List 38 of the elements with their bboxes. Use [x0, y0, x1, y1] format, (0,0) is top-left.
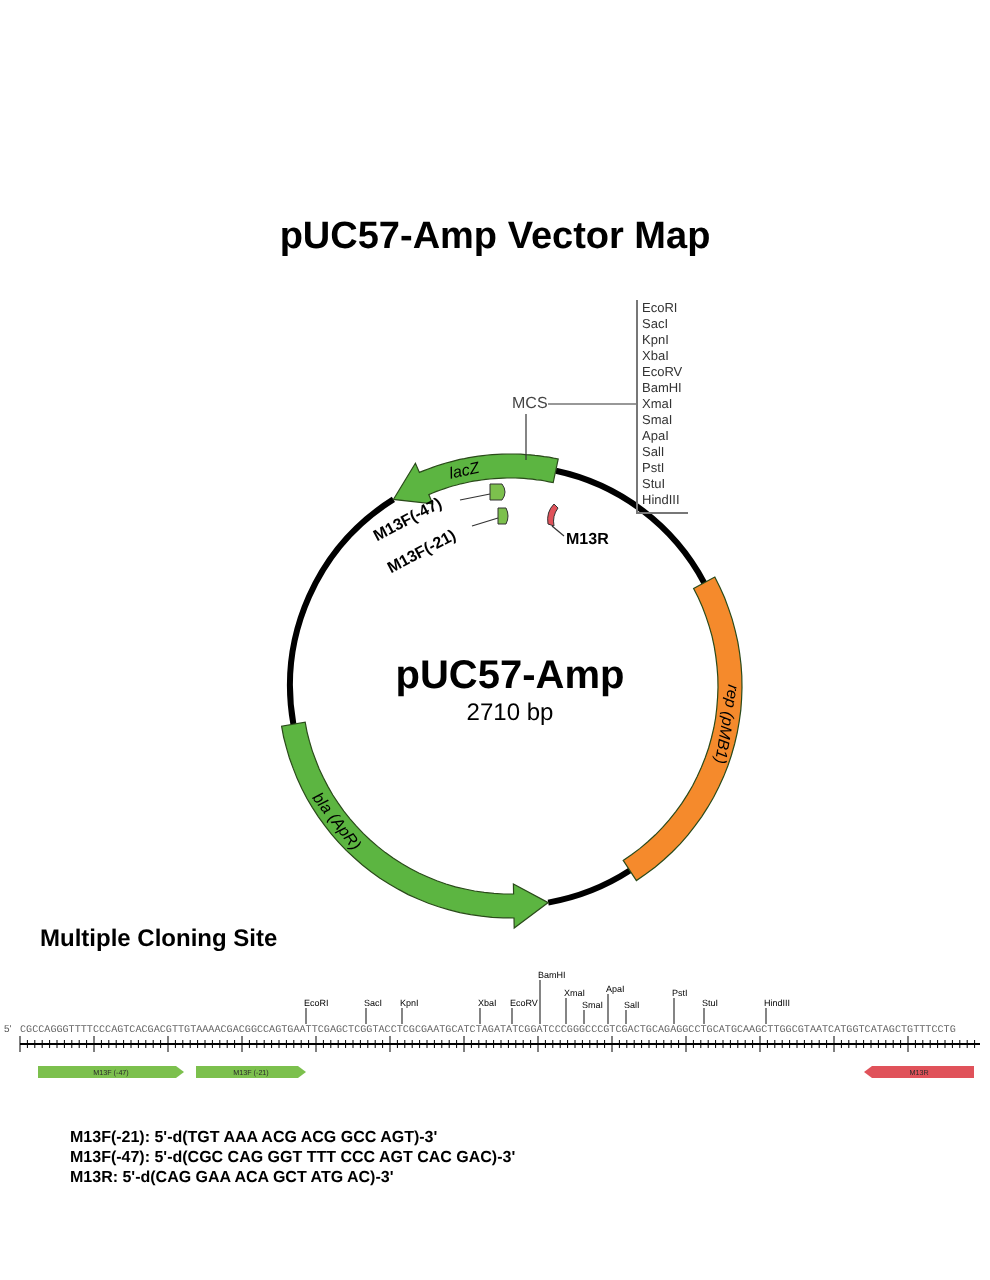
leader-line [673, 997, 675, 1025]
leader-line [459, 493, 491, 501]
leader-line [479, 1007, 481, 1025]
primer-sequence: M13R: 5'-d(CAG GAA ACA GCT ATG AC)-3' [70, 1168, 394, 1186]
leader-line [539, 979, 541, 1025]
leader-line [305, 1007, 307, 1025]
leader-line [703, 1007, 705, 1025]
leader-line [625, 1009, 627, 1025]
leader-line [765, 1007, 767, 1025]
primer-sequence: M13F(-47): 5'-d(CGC CAG GGT TTT CCC AGT CAC GAC)-3' [70, 1148, 516, 1166]
primer-mark [497, 507, 509, 525]
leader-line [565, 997, 567, 1025]
gene-label: rep (pMB1) [710, 683, 743, 766]
section-heading: Multiple Cloning Site [40, 924, 278, 952]
primer-label: M13R [566, 530, 609, 548]
gene-label: lacZ [447, 458, 481, 483]
enzyme-list-box [636, 300, 689, 514]
primer-bar [38, 1066, 184, 1078]
leader-line [607, 993, 609, 1025]
primer-bar [196, 1066, 306, 1078]
primer-sequence: M13F(-21): 5'-d(TGT AAA ACG ACG GCC AGT)-3' [70, 1128, 438, 1146]
leader-line [365, 1007, 367, 1025]
leader-line [547, 403, 637, 405]
plasmid-name: pUC57-Amp [395, 654, 625, 698]
leader-line [583, 1009, 585, 1025]
primer-bar [864, 1066, 974, 1078]
leader-line [511, 1007, 513, 1025]
leader-line [525, 413, 527, 461]
gene-feature-band [622, 576, 743, 882]
plasmid-size: 2710 bp [466, 698, 554, 726]
leader-line [471, 517, 499, 527]
primer-mark [547, 503, 559, 527]
primer-mark [489, 483, 506, 501]
leader-line [401, 1007, 403, 1025]
diagram-title: pUC57-Amp Vector Map [277, 216, 713, 260]
gene-feature-band [280, 721, 550, 930]
feature-label: MCS [512, 394, 548, 412]
leader-line [551, 525, 565, 537]
